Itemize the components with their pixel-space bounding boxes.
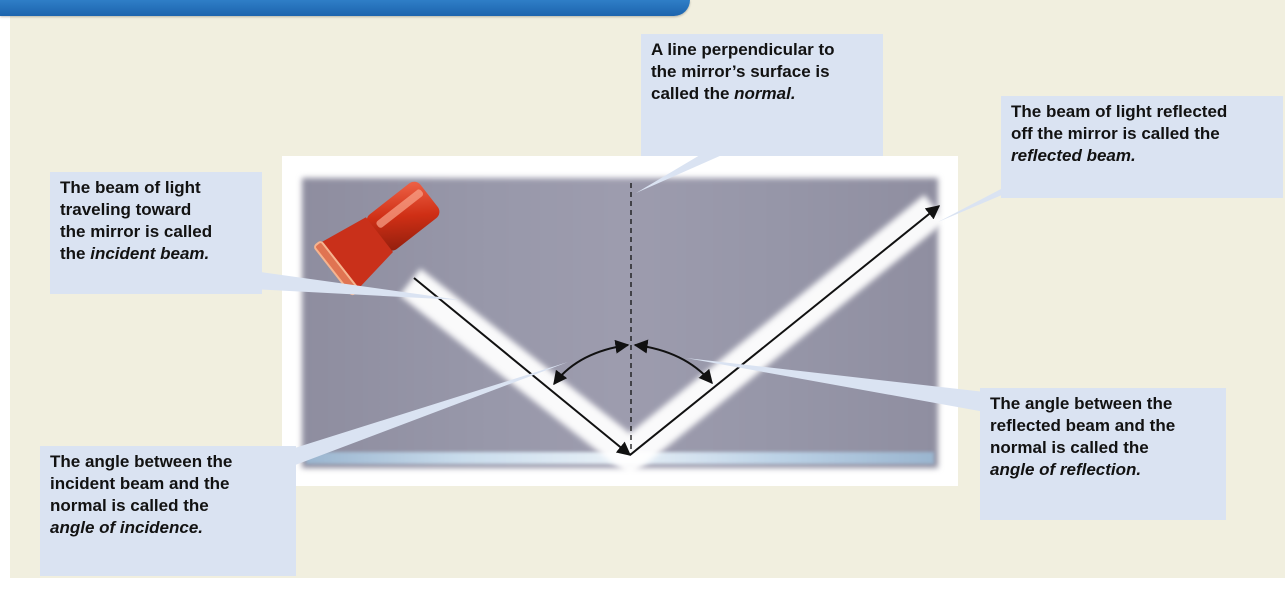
angle-of-incidence-arc (554, 345, 628, 384)
incident-and-reflected-beam (410, 208, 935, 455)
incident-ray-arrow (414, 278, 630, 455)
normal-term: normal. (734, 84, 795, 103)
incident-beam-callout-line-2: traveling toward (60, 199, 252, 221)
incident-beam-term: incident beam. (90, 244, 209, 263)
light-beams (410, 208, 935, 455)
angle-of-incidence-term: angle of incidence. (50, 517, 286, 539)
angle-of-reflection-callout-line-2: reflected beam and the (990, 415, 1216, 437)
angle-of-reflection-callout-line-3: normal is called the (990, 437, 1216, 459)
incident-beam-callout-line-3: the mirror is called (60, 221, 252, 243)
angle-of-incidence-callout: The angle between the incident beam and … (40, 446, 296, 576)
reflected-beam-callout-line-1: The beam of light reflected (1011, 101, 1273, 123)
angle-of-incidence-callout-line-3: normal is called the (50, 495, 286, 517)
angle-of-reflection-callout: The angle between the reflected beam and… (980, 388, 1226, 520)
reflected-beam-term: reflected beam. (1011, 145, 1273, 167)
angle-of-incidence-callout-line-2: incident beam and the (50, 473, 286, 495)
normal-callout-prefix: called the (651, 84, 734, 103)
normal-callout-line-1: A line perpendicular to (651, 39, 873, 61)
incident-beam-callout-line-1: The beam of light (60, 177, 252, 199)
angle-of-reflection-callout-line-1: The angle between the (990, 393, 1216, 415)
reflected-ray-arrow (630, 206, 939, 455)
normal-callout-line-2: the mirror’s surface is (651, 61, 873, 83)
reflected-beam-callout-line-2: off the mirror is called the (1011, 123, 1273, 145)
incident-beam-callout-prefix: the (60, 244, 90, 263)
reflected-beam-callout: The beam of light reflected off the mirr… (1001, 96, 1283, 198)
normal-callout: A line perpendicular to the mirror’s sur… (641, 34, 883, 156)
angle-of-incidence-callout-line-1: The angle between the (50, 451, 286, 473)
normal-pointer (636, 155, 722, 193)
incident-beam-callout: The beam of light traveling toward the m… (50, 172, 262, 294)
angle-of-reflection-term: angle of reflection. (990, 459, 1216, 481)
angle-of-incidence-pointer (282, 362, 568, 470)
